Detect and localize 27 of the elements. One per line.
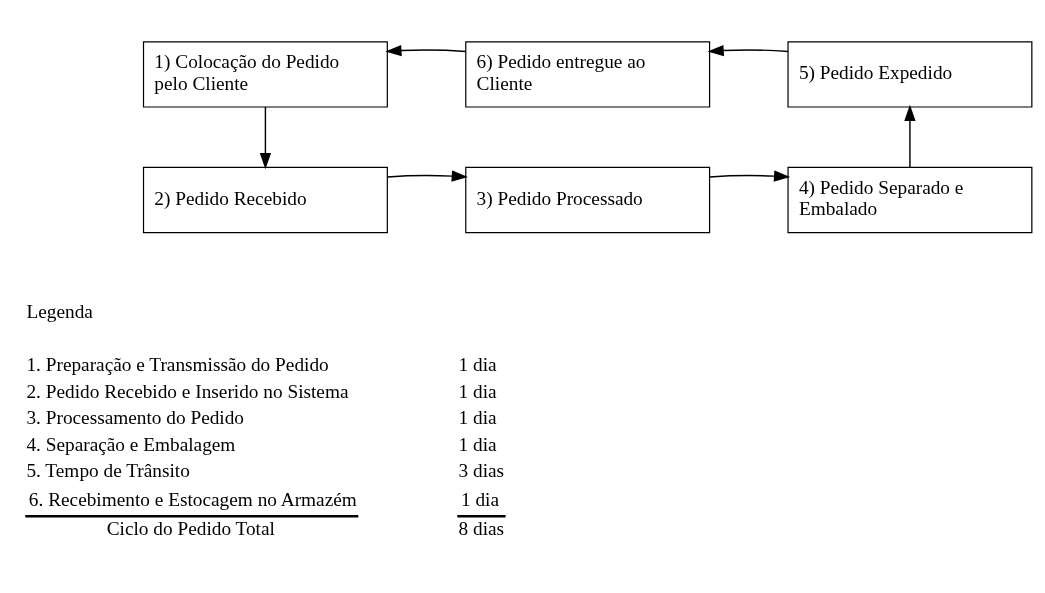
- label: 1. Preparação e Transmissão do Pedido: [26, 354, 329, 376]
- node-box: 3) Pedido Processado: [465, 166, 711, 234]
- arrow: [259, 106, 272, 170]
- node-box: 1) Colocação do Pedido pelo Cliente: [142, 41, 388, 108]
- label: 4. Separação e Embalagem: [26, 433, 236, 455]
- node-box: 5) Pedido Expedido: [787, 41, 1033, 108]
- label: Legenda: [26, 300, 93, 322]
- label: 6. Recebimento e Estocagem no Armazém: [28, 489, 357, 511]
- label: 5. Tempo de Trânsito: [26, 460, 190, 482]
- node-box: 6) Pedido entregue ao Cliente: [465, 41, 711, 108]
- arrow: [904, 104, 916, 168]
- arrow: [707, 44, 789, 57]
- label: Ciclo do Pedido Total: [106, 518, 275, 540]
- arrow: [709, 170, 791, 182]
- label: 1 dia: [460, 489, 500, 511]
- label: 3 dias: [458, 460, 505, 482]
- label: 1 dia: [458, 380, 497, 402]
- label: 8 dias: [458, 518, 505, 540]
- label: 2. Pedido Recebido e Inserido no Sistema: [26, 380, 349, 402]
- arrow: [386, 170, 468, 182]
- label: 1 dia: [458, 407, 497, 429]
- label: 3. Processamento do Pedido: [26, 407, 245, 429]
- label: 1 dia: [458, 354, 497, 376]
- node-box: 4) Pedido Separado e Embalado: [787, 166, 1033, 234]
- node-box: 2) Pedido Recebido: [142, 166, 388, 234]
- arrow: [385, 44, 467, 57]
- label: 1 dia: [458, 433, 497, 455]
